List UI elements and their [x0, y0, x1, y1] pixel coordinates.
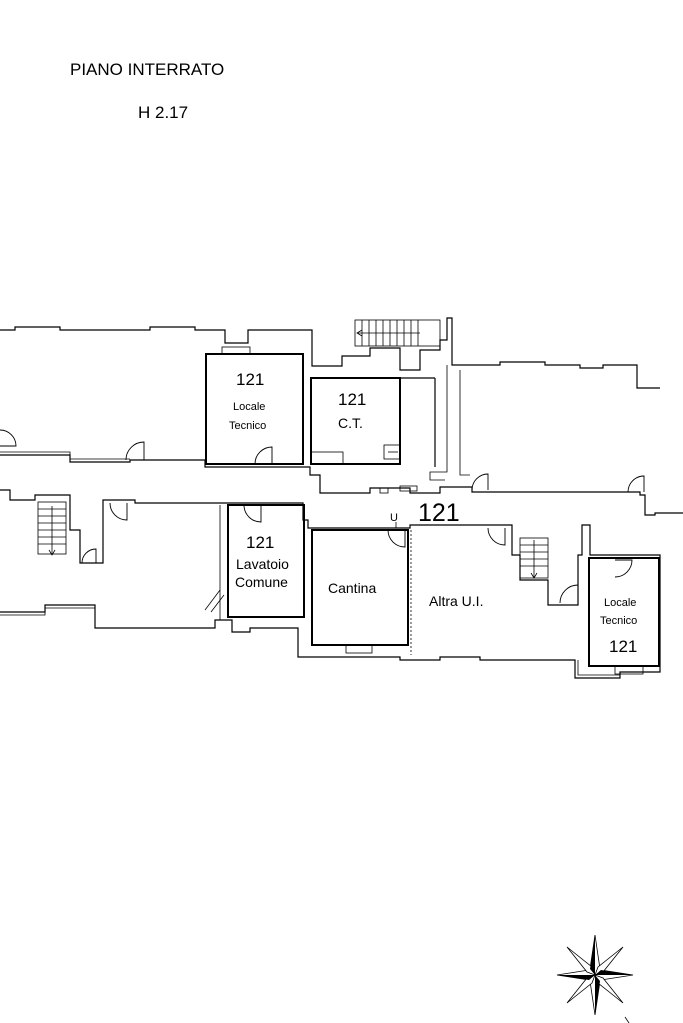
room-label: Locale	[604, 597, 636, 609]
room-number: 121	[236, 370, 264, 389]
stair-top	[354, 319, 441, 347]
room-number: 121	[609, 637, 637, 656]
upper-wing-walls	[0, 317, 683, 516]
room-label: Locale	[233, 401, 265, 413]
room-locale-tecnico-right: Locale Tecnico 121	[588, 557, 660, 675]
room-label: Comune	[235, 574, 288, 590]
main-unit-number: 121	[418, 499, 460, 527]
room-locale-tecnico-top: 121 Locale Tecnico	[205, 346, 304, 465]
plan-height: H 2.17	[138, 103, 188, 122]
stair-right	[519, 537, 579, 604]
room-label: C.T.	[338, 415, 363, 431]
room-label: Tecnico	[229, 420, 266, 432]
plan-title: PIANO INTERRATO	[70, 60, 224, 79]
room-label: Altra U.I.	[429, 593, 483, 609]
room-cantina: Cantina	[311, 529, 409, 654]
stair-left	[37, 501, 67, 556]
compass-rose-icon	[556, 934, 634, 1023]
upper-doors	[0, 429, 645, 494]
room-number: 121	[246, 533, 274, 552]
room-ct: 121 C.T.	[310, 377, 436, 467]
room-label: Lavatoio	[236, 556, 289, 572]
room-number: 121	[338, 390, 366, 409]
room-label: Cantina	[328, 580, 376, 596]
room-altra-ui: Altra U.I.	[410, 527, 506, 655]
lower-wing-walls	[0, 489, 661, 679]
room-label: Tecnico	[600, 615, 637, 627]
room-lavatoio-comune: 121 Lavatoio Comune	[81, 502, 305, 618]
u-marker: U	[390, 512, 398, 524]
